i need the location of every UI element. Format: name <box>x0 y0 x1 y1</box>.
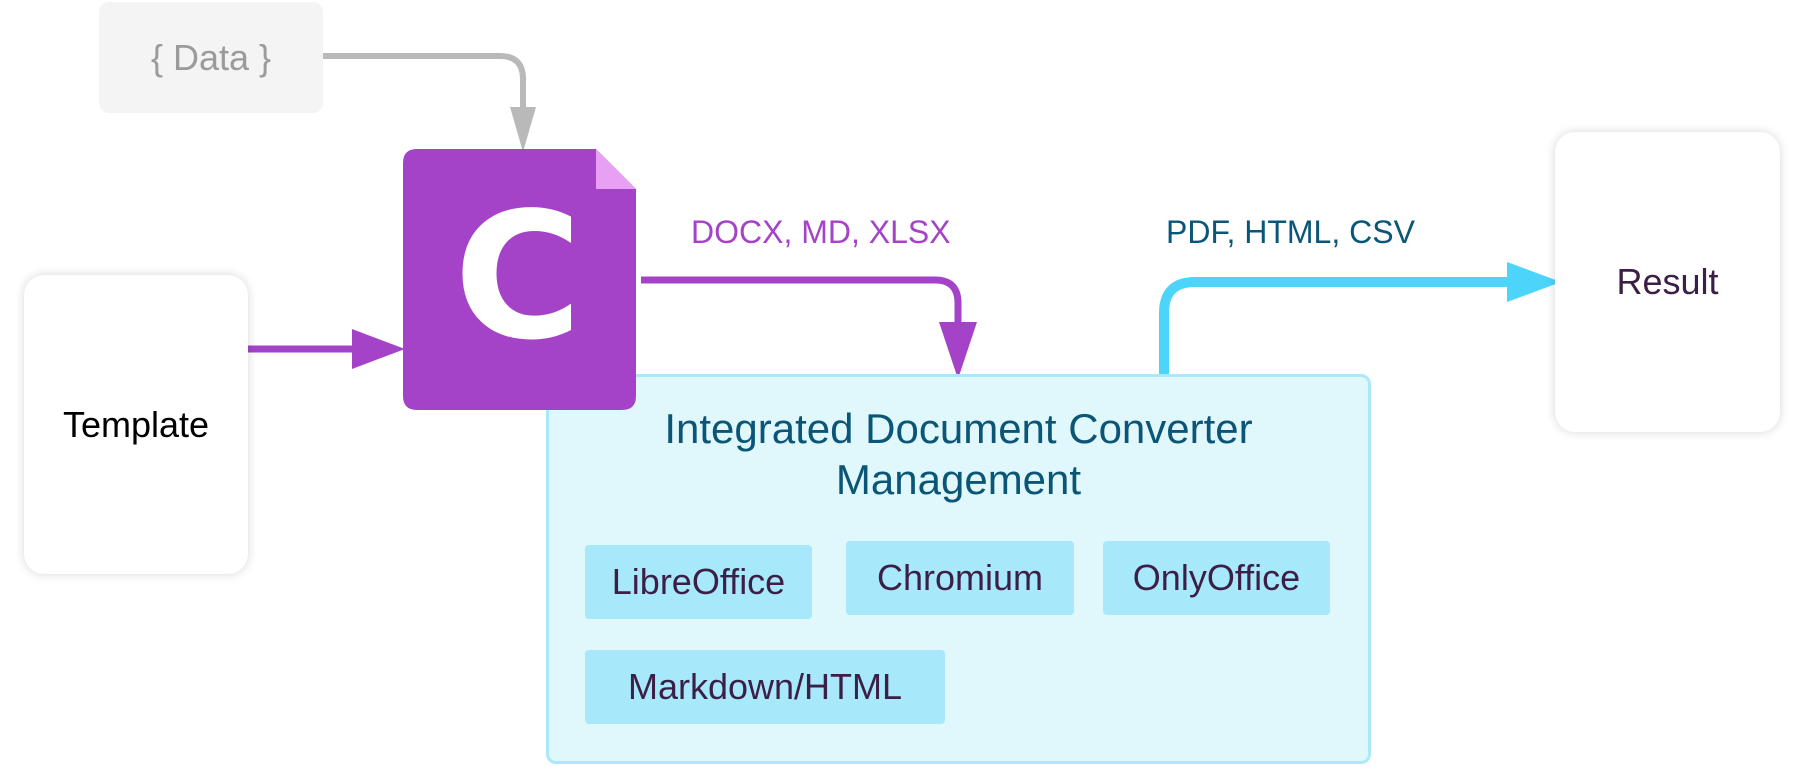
template-node-label: Template <box>62 403 210 445</box>
logo-to-converter-arrow <box>641 276 977 379</box>
result-node: Result <box>1555 132 1780 432</box>
output-formats-label: PDF, HTML, CSV <box>1166 214 1415 250</box>
engine-onlyoffice: OnlyOffice <box>1103 541 1330 615</box>
data-node: { Data } <box>99 2 323 113</box>
result-node-label: Result <box>1616 261 1719 302</box>
template-to-logo-arrow <box>248 329 405 369</box>
carbone-logo-letter: C <box>454 176 582 379</box>
converter-title-line1: Integrated Document Converter <box>664 405 1253 452</box>
data-to-logo-arrow <box>323 53 536 152</box>
carbone-logo-document-icon: C <box>403 149 636 410</box>
engine-chromium: Chromium <box>846 541 1074 615</box>
converter-to-result-arrow <box>1159 262 1561 374</box>
template-node: Template <box>24 275 248 574</box>
converter-title: Integrated Document Converter Management <box>549 403 1368 505</box>
engine-libreoffice: LibreOffice <box>585 545 812 619</box>
engine-markdown-html: Markdown/HTML <box>585 650 945 724</box>
converter-panel: Integrated Document Converter Management… <box>546 374 1371 764</box>
data-node-label: { Data } <box>150 36 272 78</box>
converter-title-line2: Management <box>835 456 1082 503</box>
input-formats-label: DOCX, MD, XLSX <box>691 214 951 250</box>
